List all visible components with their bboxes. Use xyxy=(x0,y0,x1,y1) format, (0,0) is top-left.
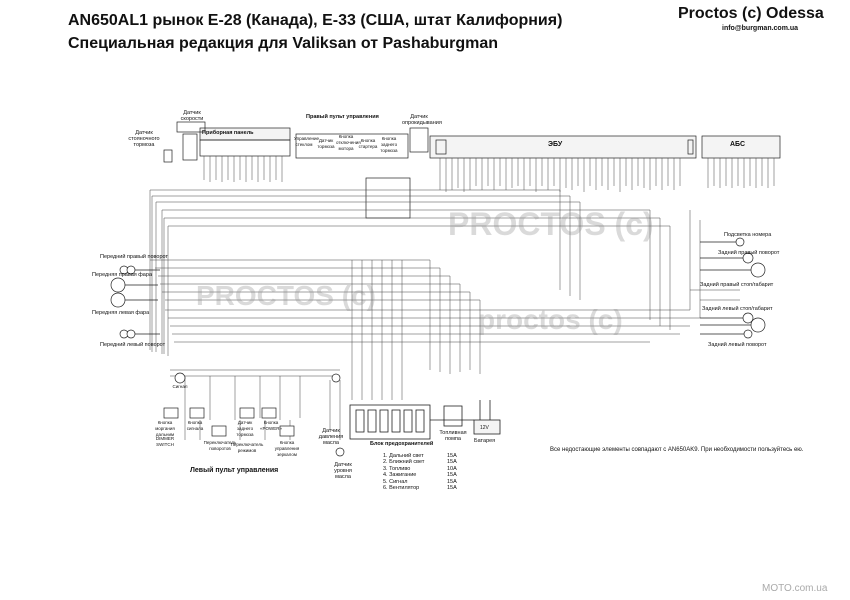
front-left-turn-label: Передний левый поворот xyxy=(100,342,166,348)
right-switch-3-label: Кнопка отключения мотора xyxy=(336,134,361,151)
fuse-rating: 15A xyxy=(447,453,457,459)
fuse-rating: 15A xyxy=(447,459,457,466)
fuse-list: 1. Дальний свет 15A 2. Ближний свет 15A 3.… xyxy=(383,453,457,491)
brand-email: info@burgman.com.ua xyxy=(722,25,799,32)
right-switch-1-label: Управление стеклом xyxy=(294,136,320,147)
fuse-name: 5. Сигнал xyxy=(383,478,408,485)
fuse-box-label: Блок предохранителей xyxy=(370,441,434,447)
fuse-name: 1. Дальний свет xyxy=(383,453,424,459)
left-switch-6-label: Кнопка управления зеркалом xyxy=(274,440,300,457)
left-control-label: Левый пульт управления xyxy=(190,467,279,474)
fuse-row: 1. Дальний свет 15A xyxy=(383,453,457,459)
stand-sensor-label: Датчик стояночного тормоза xyxy=(128,130,160,148)
battery-voltage: 12V xyxy=(480,425,489,431)
left-switch-4-label: Датчик заднего тормоза xyxy=(236,420,254,437)
fuse-rating: 15A xyxy=(447,478,457,485)
speed-sensor-label: Датчик скорости xyxy=(180,110,204,122)
front-right-headlight-label: Передняя правая фара xyxy=(92,272,152,278)
fuse-rating: 15A xyxy=(447,472,457,479)
ecu-label: ЭБУ xyxy=(548,141,563,148)
plate-light-label: Подсветка номера xyxy=(724,232,772,238)
right-switch-5-label: Кнопка заднего тормоза xyxy=(380,136,398,153)
fuse-row: 3. Топливо 10A xyxy=(383,466,457,472)
fuse-row: 2. Ближний свет 15A xyxy=(383,459,457,465)
left-switch-1-label: Кнопка моргания дальним xyxy=(155,420,175,437)
compatibility-note: Все недостающие элементы совпадают с AN6… xyxy=(550,447,804,453)
left-switch-2-label: Кнопка сигнала xyxy=(186,420,204,431)
fuse-row: 4. Зажигание 15A xyxy=(383,472,457,478)
rear-right-stop-label: Задний правый стоп/габарит xyxy=(700,282,774,288)
fuse-rating: 10A xyxy=(447,465,457,472)
rear-left-stop-label: Задний левый стоп/габарит xyxy=(702,306,773,312)
oil-pressure-label: Датчик давления масла xyxy=(318,428,344,446)
left-switch-8-label: Переключатель режимов xyxy=(230,442,264,453)
right-switch-2-label: Датчик тормоза xyxy=(317,138,335,149)
fuse-name: 2. Ближний свет xyxy=(383,459,425,466)
diagram-subtitle: Специальная редакция для Valiksan от Pas… xyxy=(68,35,499,52)
tip-sensor-label: Датчик опрокидывания xyxy=(402,114,442,126)
fuse-name: 3. Топливо xyxy=(383,465,411,472)
oil-level-label: Датчик уровня масла xyxy=(334,462,352,480)
left-switch-11-label: DIMMER SWITCH xyxy=(155,436,175,447)
front-right-turn-label: Передний правый поворот xyxy=(100,254,168,260)
diagram-title: AN650AL1 рынок E-28 (Канада), E-33 (США,… xyxy=(68,12,563,29)
rear-left-turn-label: Задний левый поворот xyxy=(708,342,767,348)
dashboard-label: Приборная панель xyxy=(202,130,254,136)
brand-label: Proctos (c) Odessa xyxy=(678,5,824,22)
left-switch-3-label: Переключатель поворотов xyxy=(203,440,237,451)
fuse-name: 4. Зажигание xyxy=(383,472,417,479)
right-switch-4-label: Кнопка стартера xyxy=(358,138,378,149)
fuse-row: 5. Сигнал 15A xyxy=(383,479,457,485)
battery-label: Батарея xyxy=(474,438,496,444)
fuel-pump-label: Топливная помпа xyxy=(439,430,467,442)
rear-right-turn-label: Задний правый поворот xyxy=(718,250,780,256)
site-footer: MOTO.com.ua xyxy=(762,583,828,594)
fuse-row: 6. Вентилятор 15A xyxy=(383,485,457,491)
abs-label: АБС xyxy=(730,141,746,148)
front-left-headlight-label: Передняя левая фара xyxy=(92,310,150,316)
right-control-label: Правый пульт управления xyxy=(306,114,379,120)
fuse-name: 6. Вентилятор xyxy=(383,485,420,492)
fuse-rating: 15A xyxy=(447,485,457,492)
left-switch-7-label: Сигнал xyxy=(172,384,188,389)
left-switch-5-label: Кнопка «POWER» xyxy=(259,420,282,431)
